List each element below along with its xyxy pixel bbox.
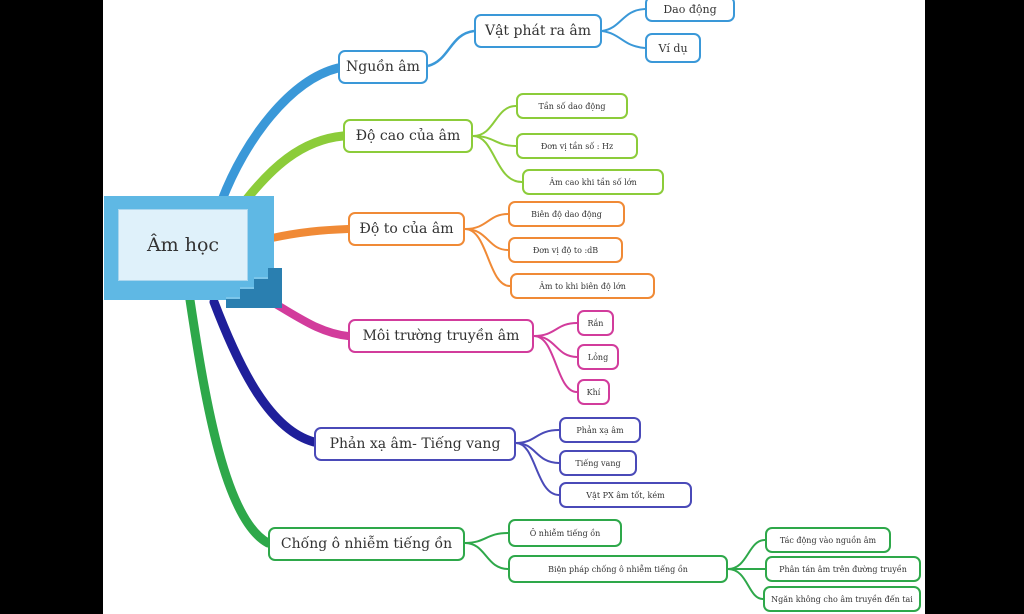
branch-link-do-cao xyxy=(241,131,348,205)
node-phan-xa-am[interactable]: Phản xạ âm xyxy=(559,417,641,443)
sub-link xyxy=(515,429,560,444)
node-don-vi-do-to[interactable]: Đơn vị độ to :dB xyxy=(508,237,623,263)
sub-link xyxy=(601,8,646,32)
sub-link xyxy=(533,322,578,337)
sub-link xyxy=(727,568,764,600)
sub-link xyxy=(464,228,509,251)
node-bien-phap[interactable]: Biện pháp chống ô nhiễm tiếng ồn xyxy=(508,555,728,583)
branch-node-do-cao[interactable]: Độ cao của âm xyxy=(343,119,473,153)
node-tac-dong-nguon[interactable]: Tác động vào nguồn âm xyxy=(765,527,891,553)
node-o-nhiem[interactable]: Ô nhiễm tiếng ồn xyxy=(508,519,622,547)
node-khi[interactable]: Khí xyxy=(577,379,610,405)
sub-link xyxy=(601,30,646,49)
sub-link xyxy=(464,213,509,230)
sub-link xyxy=(533,335,578,393)
node-am-to[interactable]: Âm to khi biên độ lớn xyxy=(510,273,655,299)
branch-node-nguon-am[interactable]: Nguồn âm xyxy=(338,50,428,84)
sub-link xyxy=(727,539,766,570)
node-vi-du[interactable]: Ví dụ xyxy=(645,33,701,63)
sub-link xyxy=(464,542,509,570)
root-node[interactable]: Âm học xyxy=(104,196,274,300)
branch-link-chong-on xyxy=(185,295,273,548)
node-ran[interactable]: Rắn xyxy=(577,310,614,336)
sub-link xyxy=(515,442,560,496)
branch-link-moi-truong xyxy=(268,298,352,340)
sub-link xyxy=(533,335,578,358)
branch-link-nguon-am xyxy=(217,63,343,205)
branch-link-phan-xa xyxy=(209,297,319,447)
sub-link xyxy=(464,532,509,544)
sub-link xyxy=(427,29,475,68)
branch-node-chong-on[interactable]: Chống ô nhiễm tiếng ồn xyxy=(268,527,465,561)
sub-link xyxy=(464,228,511,287)
node-am-cao[interactable]: Âm cao khi tần số lớn xyxy=(522,169,664,195)
node-tieng-vang[interactable]: Tiếng vang xyxy=(559,450,637,476)
branch-node-phan-xa[interactable]: Phản xạ âm- Tiếng vang xyxy=(314,427,516,461)
node-tan-so[interactable]: Tần số dao động xyxy=(516,93,628,119)
node-bien-do[interactable]: Biên độ dao động xyxy=(508,201,625,227)
sub-link xyxy=(472,105,517,137)
node-ngan-khong-cho[interactable]: Ngăn không cho âm truyền đến tai xyxy=(763,586,921,612)
branch-node-moi-truong[interactable]: Môi trường truyền âm xyxy=(348,319,534,353)
node-dao-dong[interactable]: Dao động xyxy=(645,0,735,22)
root-stairs-decoration xyxy=(216,268,282,308)
node-vat-phat-ra-am[interactable]: Vật phát ra âm xyxy=(474,14,602,48)
branch-node-do-to[interactable]: Độ to của âm xyxy=(348,212,465,246)
sub-link xyxy=(472,135,523,183)
branch-link-do-to xyxy=(268,225,352,242)
node-phan-tan[interactable]: Phân tán âm trên đường truyền xyxy=(765,556,921,582)
node-vat-px-am[interactable]: Vật PX âm tốt, kém xyxy=(559,482,692,508)
root-node-label: Âm học xyxy=(118,209,248,281)
node-long[interactable]: Lỏng xyxy=(577,344,619,370)
node-don-vi-tan-so[interactable]: Đơn vị tần số : Hz xyxy=(516,133,638,159)
